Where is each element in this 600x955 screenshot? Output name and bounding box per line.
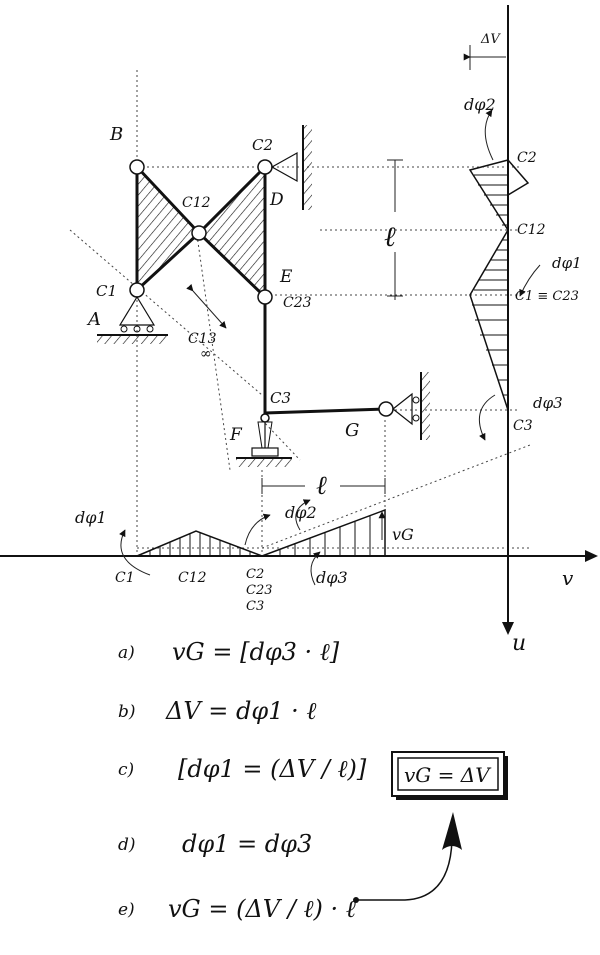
label-C2-top: C2 (252, 136, 273, 154)
hinge-C1 (129, 282, 145, 298)
equation-label-e: e) (118, 900, 135, 920)
hinge-B (129, 159, 145, 175)
label-A: A (86, 309, 101, 330)
connector-arrow (353, 812, 462, 903)
label-C1C23-right: C1 ≡ C23 (515, 289, 579, 304)
equation-c: [dφ1 = (ΔV / ℓ)] (178, 755, 367, 783)
equation-b: ΔV = dφ1 · ℓ (165, 697, 316, 725)
label-vG-bottom: vG (392, 525, 414, 544)
label-D: D (269, 190, 284, 210)
structure (97, 125, 430, 467)
dimension-ell-vertical: ℓ (384, 159, 403, 300)
label-C12-axis: C12 (178, 570, 207, 586)
equation-label-a: a) (118, 643, 135, 663)
label-B: B (109, 124, 123, 145)
label-C23-axis: C23 (246, 583, 273, 598)
hinge-C23 (257, 289, 273, 305)
support-G (392, 372, 430, 440)
label-C1-axis: C1 (115, 570, 135, 586)
label-C3-right: C3 (513, 418, 533, 434)
label-dphi1-left: dφ1 (75, 508, 107, 527)
label-C2-right: C2 (517, 150, 537, 166)
equation-label-c: c) (118, 760, 134, 780)
horizontal-member (264, 407, 387, 415)
hinge-C12 (191, 225, 207, 241)
result-box: vG = ΔV (391, 751, 508, 800)
label-C12-right: C12 (517, 222, 546, 238)
hinge-G (378, 401, 394, 417)
label-G: G (345, 420, 359, 441)
equation-e: vG = (ΔV / ℓ) · ℓ (168, 895, 356, 923)
hinge-C2 (257, 159, 273, 175)
support-F (236, 421, 292, 467)
label-v-axis: v (562, 566, 574, 590)
equations: a) vG = [dφ3 · ℓ] b) ΔV = dφ1 · ℓ c) [dφ… (118, 638, 367, 923)
label-C3-top: C3 (270, 389, 291, 407)
label-C23-top: C23 (283, 295, 312, 311)
result-box-text: vG = ΔV (404, 763, 492, 787)
label-ell-bottom: ℓ (316, 471, 327, 501)
label-infinity: ∞ (200, 346, 212, 362)
equation-a: vG = [dφ3 · ℓ] (172, 638, 340, 666)
label-E: E (279, 267, 293, 287)
support-A (97, 295, 168, 344)
label-dphi3-bottom: dφ3 (316, 568, 348, 587)
equation-label-d: d) (118, 835, 136, 855)
label-dphi2-right: dφ2 (464, 95, 496, 114)
bottom-displacement-diagram (0, 499, 598, 586)
label-C3-axis: C3 (246, 599, 264, 614)
equation-d: dφ1 = dφ3 (182, 830, 312, 858)
label-C1-top: C1 (96, 282, 117, 300)
label-F: F (229, 425, 243, 445)
label-C2-axis: C2 (246, 567, 264, 582)
dimension-ell-horizontal: ℓ (261, 471, 386, 501)
hinge-F (260, 413, 270, 423)
label-dphi3-right: dφ3 (533, 394, 563, 412)
label-C12-top: C12 (182, 195, 211, 211)
right-rigid-body (196, 163, 267, 301)
label-ell-mid: ℓ (384, 220, 396, 253)
label-DeltaV-top: ΔV (480, 32, 501, 47)
label-dphi1-right: dφ1 (552, 254, 582, 272)
support-C2 (270, 125, 312, 210)
label-dphi2-bottom: dφ2 (285, 503, 317, 522)
label-u-axis: u (512, 631, 526, 656)
label-C13: C13 (188, 331, 217, 347)
left-rigid-body (135, 163, 202, 294)
right-displacement-diagram (463, 5, 541, 635)
equation-label-b: b) (118, 702, 136, 722)
